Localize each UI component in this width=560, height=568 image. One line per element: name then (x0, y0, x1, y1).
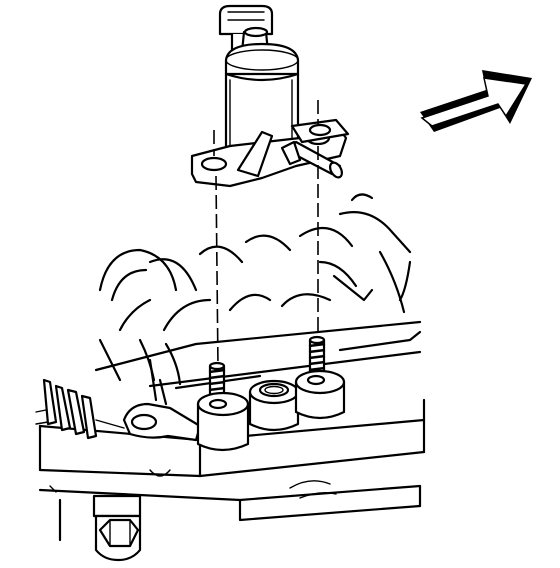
alignment-lines (213, 100, 319, 369)
support-rib (236, 130, 274, 178)
vacuum-nozzle (280, 140, 343, 179)
cooling-fins (35, 378, 98, 440)
mount-boss-right (294, 369, 346, 420)
direction-arrow-icon (420, 70, 532, 132)
valve-assembly (190, 4, 350, 188)
flange-hole-left (200, 156, 228, 172)
mount-boss-center (248, 379, 300, 432)
hex-bolt (92, 494, 142, 562)
engine-surface (98, 193, 412, 386)
gasket-bracket (95, 358, 202, 442)
mount-boss-left (196, 391, 250, 452)
